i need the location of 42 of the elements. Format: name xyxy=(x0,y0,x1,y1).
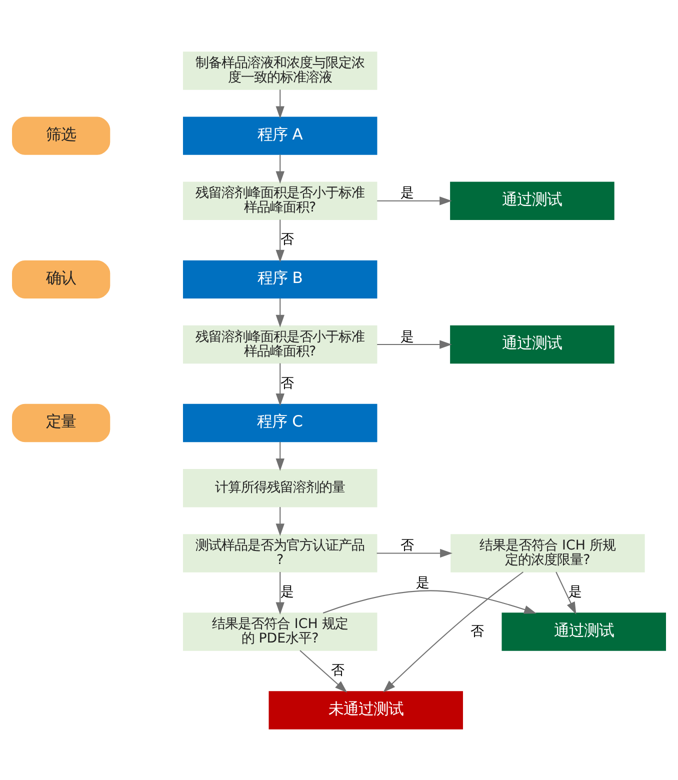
node-box: 程序 B xyxy=(182,260,378,298)
arrow xyxy=(300,650,348,692)
arrow xyxy=(276,89,284,118)
arrow xyxy=(376,548,452,558)
arrow xyxy=(276,506,284,536)
node-box: 程序 C xyxy=(182,403,378,442)
node-box: 未通过测试 xyxy=(268,690,463,729)
node-box: 定量 xyxy=(12,403,110,442)
edge-label: 否 xyxy=(330,663,344,678)
node-box: 通过测试 xyxy=(450,324,614,364)
node-box: 制备样品溶液和浓度与限定浓度一致的标准溶液 xyxy=(182,51,378,90)
node-box: 测试样品是否为官方认证产品? xyxy=(182,534,378,572)
arrow xyxy=(377,196,452,205)
edge-label: 是 xyxy=(568,584,582,600)
edge-label: 否 xyxy=(470,624,484,639)
arrow xyxy=(276,362,284,406)
arrow xyxy=(383,571,524,692)
edge-label: 是 xyxy=(400,329,414,344)
arrow xyxy=(377,340,452,348)
node-box: 筛选 xyxy=(12,116,110,154)
arrow xyxy=(322,590,537,614)
edge-label: 否 xyxy=(400,538,414,554)
node-box: 通过测试 xyxy=(502,612,666,650)
edge-label: 是 xyxy=(416,575,429,590)
edge-label: 是 xyxy=(400,186,414,201)
node-box: 结果是否符合 ICH 所规定的浓度限量? xyxy=(450,534,645,572)
node-box: 残留溶剂峰面积是否小于标准样品峰面积? xyxy=(182,181,378,220)
node-box: 确认 xyxy=(12,260,110,298)
arrow xyxy=(556,571,576,614)
node-box: 结果是否符合 ICH 规定的 PDE水平? xyxy=(182,612,378,650)
arrow xyxy=(276,154,284,184)
arrow xyxy=(276,298,284,327)
arrow xyxy=(276,219,284,262)
edge-label: 是 xyxy=(280,584,294,600)
arrow xyxy=(276,441,284,470)
node-box: 程序 A xyxy=(182,116,378,154)
node-box: 通过测试 xyxy=(450,181,614,220)
node-box: 残留溶剂峰面积是否小于标准样品峰面积? xyxy=(182,324,378,364)
arrow xyxy=(276,572,284,614)
node-box: 计算所得残留溶剂的量 xyxy=(182,468,378,507)
edge-label: 否 xyxy=(280,376,294,391)
edge-label: 否 xyxy=(280,232,294,248)
